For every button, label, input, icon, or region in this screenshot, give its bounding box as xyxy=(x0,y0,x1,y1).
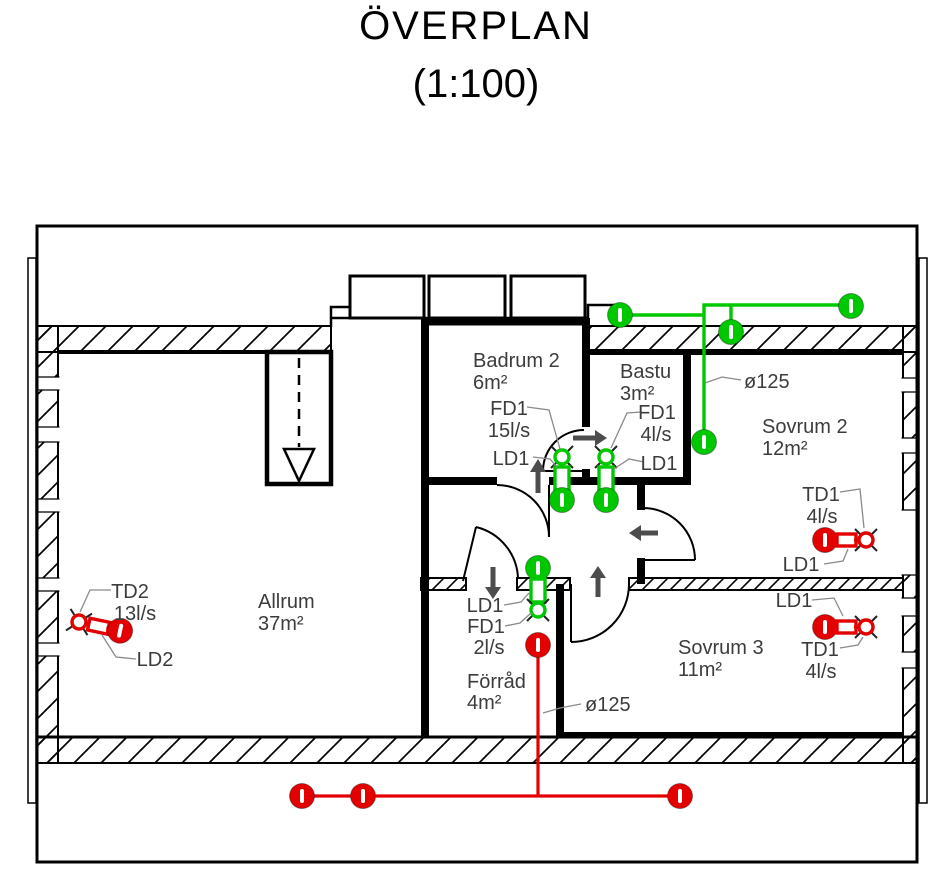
damper-icon xyxy=(835,619,858,635)
duct-node xyxy=(289,783,315,809)
arrow-left-sovrum2 xyxy=(629,525,658,541)
transfer-air-arrows xyxy=(485,430,658,599)
damper-icon xyxy=(85,616,112,637)
arrow-up-sovrum3 xyxy=(590,566,606,597)
door-badrum2 xyxy=(496,484,550,538)
duct-node xyxy=(812,614,838,640)
exhaust-valve-icon xyxy=(595,446,617,468)
duct-node xyxy=(525,555,551,581)
device-tag-allrum: TD2 xyxy=(111,581,149,603)
device-tag-sovrum3: TD1 xyxy=(801,639,839,661)
room-area-allrum: 37m² xyxy=(258,613,304,635)
damper-tag-sovrum3: LD1 xyxy=(776,590,813,612)
damper-icon xyxy=(835,532,858,548)
room-name-forrad: Förråd xyxy=(467,671,526,693)
dormer-windows xyxy=(329,274,616,327)
supply-device-sovrum2 xyxy=(812,527,878,553)
door-swings xyxy=(462,429,696,643)
duct-node xyxy=(607,302,633,328)
arrow-right-bastu xyxy=(573,430,607,446)
room-area-sovrum2: 12m² xyxy=(762,438,808,460)
device-tag-sovrum2: TD1 xyxy=(802,484,840,506)
damper-icon xyxy=(553,465,571,492)
room-name-sovrum2: Sovrum 2 xyxy=(762,416,848,438)
room-name-bastu: Bastu xyxy=(620,361,671,383)
damper-tag-forrad: LD1 xyxy=(467,595,504,617)
duct-node xyxy=(549,487,575,513)
device-flow-badrum2: 15l/s xyxy=(488,420,530,442)
room-area-forrad: 4m² xyxy=(467,692,502,714)
duct-node xyxy=(838,293,864,319)
duct-node xyxy=(812,527,838,553)
interior-walls xyxy=(58,318,904,738)
drawing-scale: (1:100) xyxy=(413,62,540,106)
damper-icon xyxy=(529,577,547,604)
room-name-allrum: Allrum xyxy=(258,591,315,613)
device-flow-bastu: 4l/s xyxy=(640,424,671,446)
damper-icon xyxy=(597,465,615,492)
duct-node xyxy=(593,487,619,513)
stairwell xyxy=(264,349,334,487)
arrow-up-badrum2 xyxy=(530,459,546,493)
room-labels: Badrum 2 6m² Bastu 3m² Sovrum 2 12m² Sov… xyxy=(258,350,848,714)
duct-dim-red: ø125 xyxy=(585,694,631,716)
device-flow-allrum: 13l/s xyxy=(114,603,156,625)
device-flow-forrad: 2l/s xyxy=(473,637,504,659)
damper-tag-bastu: LD1 xyxy=(641,453,678,475)
device-tag-bastu: FD1 xyxy=(638,402,676,424)
damper-tag-sovrum2: LD1 xyxy=(783,554,820,576)
door-sovrum3 xyxy=(570,583,630,643)
device-tag-badrum2: FD1 xyxy=(490,398,528,420)
device-flow-sovrum3: 4l/s xyxy=(805,661,836,683)
window-openings xyxy=(35,376,919,669)
supply-valve-icon xyxy=(855,616,877,638)
stair-direction-arrow xyxy=(282,447,316,484)
supply-duct-system xyxy=(66,527,878,809)
arrow-down-forrad xyxy=(485,567,501,599)
duct-node xyxy=(525,632,551,658)
exhaust-duct-system xyxy=(525,293,864,622)
label-leader-lines xyxy=(79,376,865,714)
device-flow-sovrum2: 4l/s xyxy=(806,506,837,528)
device-labels: FD1 15l/s LD1 FD1 4l/s LD1 TD1 4l/s LD1 … xyxy=(111,398,840,683)
exhaust-device-bastu xyxy=(593,446,619,513)
exhaust-device-badrum2 xyxy=(549,446,575,513)
exhaust-valve-icon xyxy=(527,599,549,621)
exhaust-device-forrad xyxy=(525,555,551,622)
device-tag-forrad: FD1 xyxy=(467,616,505,638)
door-sovrum2 xyxy=(642,507,696,561)
room-area-bastu: 3m² xyxy=(620,383,655,405)
room-name-badrum2: Badrum 2 xyxy=(473,350,560,372)
supply-device-sovrum3 xyxy=(812,614,878,640)
drawing-title: ÖVERPLAN xyxy=(359,4,593,48)
room-name-sovrum3: Sovrum 3 xyxy=(678,637,764,659)
duct-node xyxy=(691,429,717,455)
duct-node xyxy=(350,783,376,809)
damper-tag-allrum: LD2 xyxy=(137,649,174,671)
room-area-sovrum3: 11m² xyxy=(678,659,722,681)
building-outline xyxy=(35,224,919,864)
damper-tag-badrum2: LD1 xyxy=(493,448,530,470)
duct-dim-green: ø125 xyxy=(744,371,790,393)
supply-device-allrum xyxy=(66,607,136,647)
supply-valve-icon xyxy=(855,529,877,551)
door-hall-forrad xyxy=(462,526,519,582)
duct-node xyxy=(718,319,744,345)
duct-node xyxy=(667,783,693,809)
room-area-badrum2: 6m² xyxy=(473,372,508,394)
